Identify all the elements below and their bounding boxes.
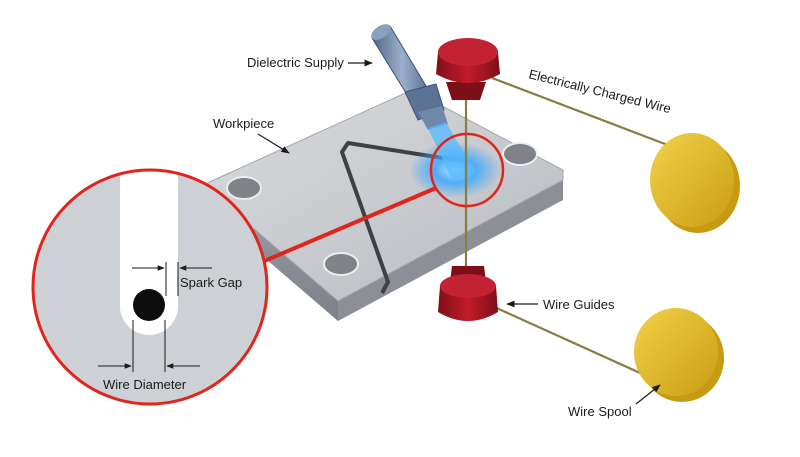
electrically-charged-wire [464,76,687,384]
label-spark-gap: Spark Gap [180,275,242,290]
label-wire-spool: Wire Spool [568,404,632,419]
label-electrically-charged-wire: Electrically Charged Wire [527,66,672,116]
lower-wire-guide [438,266,498,321]
label-workpiece: Workpiece [213,116,274,131]
upper-wire-guide [436,38,500,100]
zoom-leader-line [261,186,437,264]
label-wire-diameter: Wire Diameter [103,377,187,392]
dielectric-nozzle [371,24,476,180]
focus-circle [429,132,505,208]
bolt-hole [502,142,538,166]
upper-wire-spool [650,133,740,233]
lower-wire-spool [634,308,724,402]
arrow-pointer-icon [635,384,661,405]
bolt-hole [226,176,262,200]
arrow-pointer-icon [257,133,290,154]
cut-slot [340,141,469,294]
label-wire-guides: Wire Guides [543,297,615,312]
wire-cross-section [133,289,165,321]
workpiece-plate [202,89,564,321]
label-dielectric-supply: Dielectric Supply [247,55,344,70]
bolt-hole [323,252,359,276]
zoom-slot [120,170,178,335]
zoom-inset [31,168,269,406]
dielectric-stream [428,122,476,180]
